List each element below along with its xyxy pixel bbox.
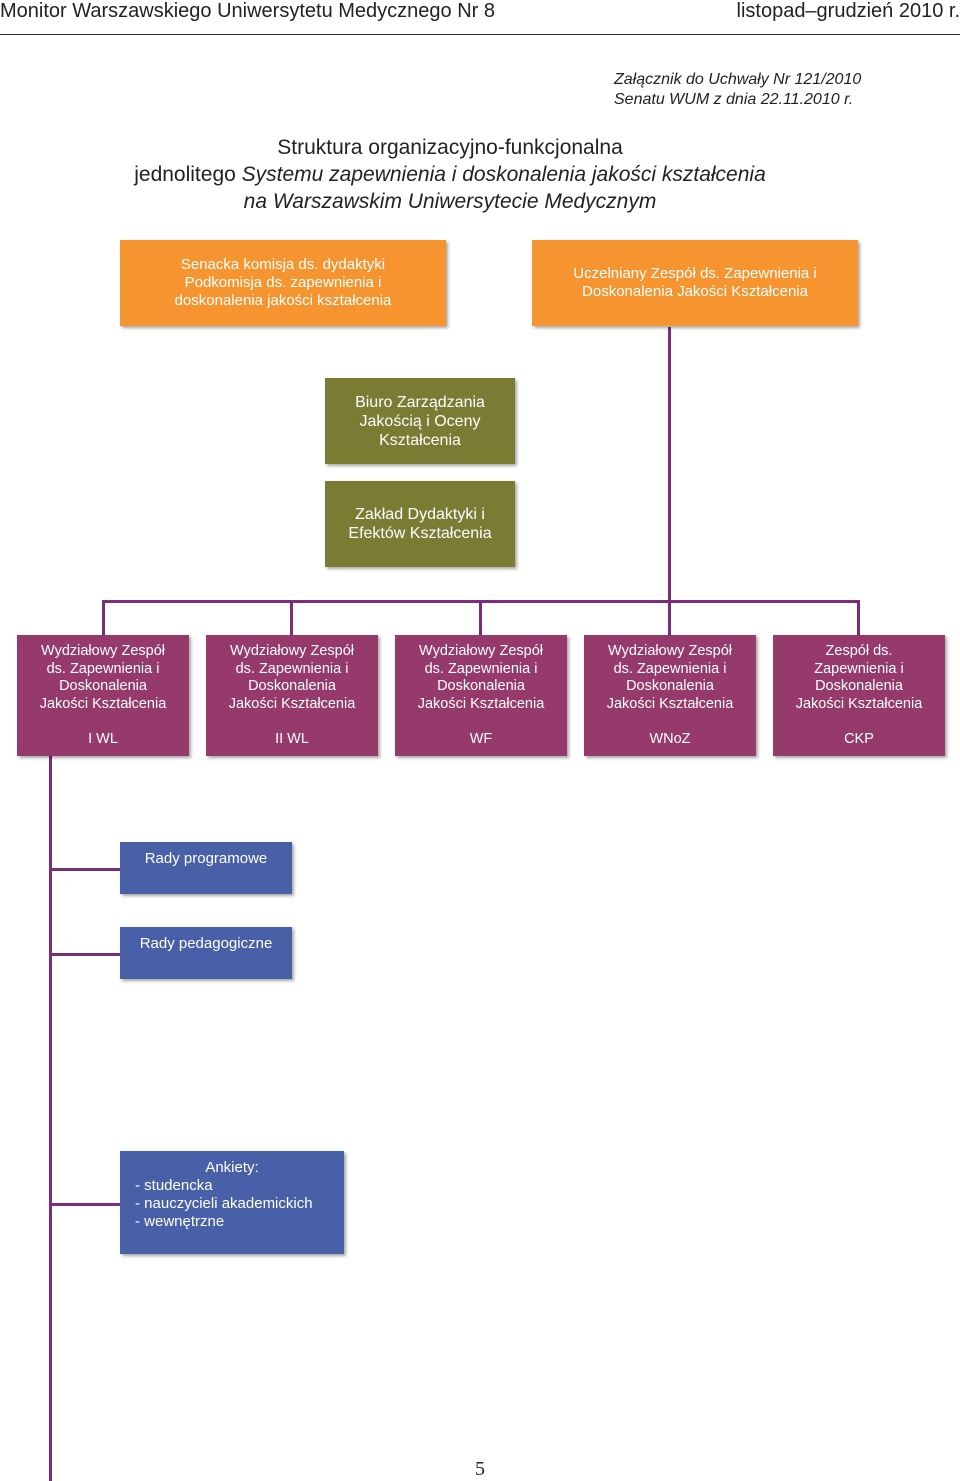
faculty-3-line-4: Jakości Kształcenia xyxy=(417,695,545,712)
issue-date: listopad–grudzień 2010 r. xyxy=(736,0,960,22)
connector-vertical-main xyxy=(668,327,671,601)
faculty-5-line-4: Jakości Kształcenia xyxy=(795,695,923,712)
pedagogical-councils-box: Rady pedagogiczne xyxy=(120,927,292,979)
university-team-line-1: Uczelniany Zespół ds. Zapewnienia i xyxy=(573,265,817,282)
faculty-team-box-2: Wydziałowy Zespół ds. Zapewnienia i Dosk… xyxy=(206,635,378,756)
surveys-item-2: - nauczycieli akademickich xyxy=(135,1195,313,1212)
faculty-4-line-2: ds. Zapewnienia i xyxy=(613,660,727,677)
faculty-1-line-1: Wydziałowy Zespół xyxy=(41,643,165,659)
faculty-3-line-3: Doskonalenia xyxy=(437,678,525,694)
faculty-4-line-1: Wydziałowy Zespół xyxy=(608,643,732,659)
connector-vertical-left xyxy=(49,756,52,1481)
faculty-4-line-4: Jakości Kształcenia xyxy=(606,695,734,712)
department-line-1: Zakład Dydaktyki i xyxy=(355,506,485,523)
document-title: Struktura organizacyjno-funkcjonalna jed… xyxy=(0,134,900,215)
faculty-team-box-5: Zespół ds. Zapewnienia i Doskonalenia Ja… xyxy=(773,635,945,756)
faculty-4-line-3: Doskonalenia xyxy=(626,678,714,694)
faculty-5-line-1: Zespół ds. xyxy=(825,643,893,659)
connector-drop-4 xyxy=(668,600,671,635)
surveys-item-3: - wewnętrzne xyxy=(135,1213,225,1230)
faculty-1-line-3: Doskonalenia xyxy=(59,678,147,694)
faculty-2-line-4: Jakości Kształcenia xyxy=(228,695,356,712)
title-line-2-prefix: jednolitego xyxy=(134,163,242,186)
didactics-department-box: Zakład Dydaktyki i Efektów Kształcenia xyxy=(325,481,515,567)
office-line-3: Kształcenia xyxy=(379,431,461,449)
faculty-2-line-2: ds. Zapewnienia i xyxy=(235,660,349,677)
surveys-title: Ankiety: xyxy=(205,1159,259,1176)
faculty-3-line-2: ds. Zapewnienia i xyxy=(424,660,538,677)
annex-note: Załącznik do Uchwały Nr 121/2010 Senatu … xyxy=(614,70,861,110)
senate-line-1: Senacka komisja ds. dydaktyki xyxy=(180,256,386,273)
annex-line-1: Załącznik do Uchwały Nr 121/2010 xyxy=(614,71,862,88)
faculty-2-line-1: Wydziałowy Zespół xyxy=(230,643,354,659)
surveys-item-1: - studencka xyxy=(135,1177,213,1194)
university-team-line-2: Doskonalenia Jakości Kształcenia xyxy=(582,283,808,300)
pedagogical-councils-label: Rady pedagogiczne xyxy=(139,935,273,952)
programme-councils-box: Rady programowe xyxy=(120,842,292,894)
faculty-3-code: WF xyxy=(469,731,493,747)
connector-drop-2 xyxy=(290,600,293,635)
faculty-1-line-2: ds. Zapewnienia i xyxy=(46,660,160,677)
title-line-2-italic: Systemu zapewnienia i doskonalenia jakoś… xyxy=(241,163,766,186)
title-line-1: Struktura organizacyjno-funkcjonalna xyxy=(277,136,623,159)
faculty-team-box-1: Wydziałowy Zespół ds. Zapewnienia i Dosk… xyxy=(17,635,189,756)
faculty-3-line-1: Wydziałowy Zespół xyxy=(419,643,543,659)
connector-drop-1 xyxy=(102,600,105,635)
connector-drop-3 xyxy=(479,600,482,635)
office-line-2: Jakością i Oceny xyxy=(359,412,481,430)
connector-to-surveys xyxy=(49,1203,120,1206)
faculty-5-line-2: Zapewnienia i xyxy=(814,660,904,677)
senate-line-2: Podkomisja ds. zapewnienia i xyxy=(184,274,382,291)
faculty-team-box-4: Wydziałowy Zespół ds. Zapewnienia i Dosk… xyxy=(584,635,756,756)
senate-commission-box: Senacka komisja ds. dydaktyki Podkomisja… xyxy=(120,240,446,326)
publication-title: Monitor Warszawskiego Uniwersytetu Medyc… xyxy=(0,0,495,22)
faculty-team-box-3: Wydziałowy Zespół ds. Zapewnienia i Dosk… xyxy=(395,635,567,756)
programme-councils-label: Rady programowe xyxy=(144,850,268,867)
faculty-2-code: II WL xyxy=(275,731,309,747)
faculty-5-code: CKP xyxy=(844,731,874,747)
faculty-1-line-4: Jakości Kształcenia xyxy=(39,695,167,712)
connector-to-pedagogical-councils xyxy=(49,953,120,956)
faculty-2-line-3: Doskonalenia xyxy=(248,678,336,694)
connector-drop-5 xyxy=(857,600,860,635)
title-line-2: jednolitego Systemu zapewnienia i doskon… xyxy=(0,161,900,188)
department-line-2: Efektów Kształcenia xyxy=(348,525,492,542)
connector-to-programme-councils xyxy=(49,868,120,871)
university-team-box: Uczelniany Zespół ds. Zapewnienia i Dosk… xyxy=(532,240,858,326)
office-line-1: Biuro Zarządzania xyxy=(355,393,485,411)
senate-line-3: doskonalenia jakości kształcenia xyxy=(174,292,392,309)
faculty-1-code: I WL xyxy=(88,731,118,747)
faculty-5-line-3: Doskonalenia xyxy=(815,678,903,694)
page-number: 5 xyxy=(475,1458,485,1480)
quality-office-box: Biuro Zarządzania Jakością i Oceny Kszta… xyxy=(325,378,515,464)
annex-line-2: Senatu WUM z dnia 22.11.2010 r. xyxy=(614,91,854,108)
faculty-4-code: WNoZ xyxy=(649,731,691,747)
surveys-box: Ankiety: - studencka - nauczycieli akade… xyxy=(120,1151,344,1254)
title-line-3: na Warszawskim Uniwersytecie Medycznym xyxy=(243,190,657,213)
page-header: Monitor Warszawskiego Uniwersytetu Medyc… xyxy=(0,0,960,35)
